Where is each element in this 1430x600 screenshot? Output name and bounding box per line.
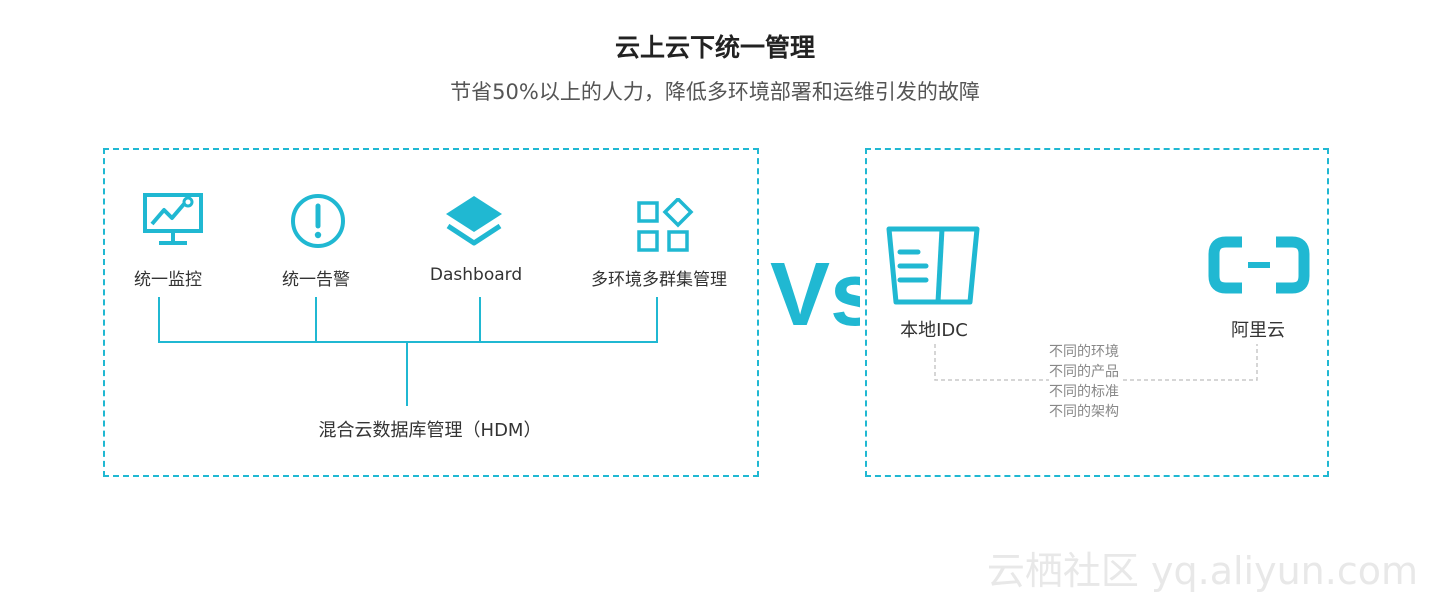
difference-item: 不同的环境 (1049, 342, 1123, 362)
connector-vertical-3 (479, 297, 481, 343)
local-idc-label: 本地IDC (900, 320, 968, 341)
hdm-root-label: 混合云数据库管理（HDM） (318, 420, 542, 441)
difference-list: 不同的环境 不同的产品 不同的标准 不同的架构 (1049, 342, 1123, 422)
hdm-panel (103, 148, 759, 477)
monitor-chart-icon (143, 193, 203, 245)
server-rack-icon (886, 226, 980, 305)
feature-label-monitor: 统一监控 (134, 270, 202, 290)
connector-root (406, 341, 408, 406)
layers-icon (446, 196, 502, 246)
alert-circle-icon (291, 194, 345, 248)
page-title: 云上云下统一管理 (614, 33, 815, 62)
vs-mark: Vs (770, 250, 860, 345)
difference-item: 不同的产品 (1049, 362, 1123, 382)
feature-label-multi-env: 多环境多群集管理 (591, 270, 727, 290)
difference-item: 不同的架构 (1049, 402, 1123, 422)
connector-vertical-1 (158, 297, 160, 343)
apps-grid-icon (637, 198, 694, 252)
comparison-panel (865, 148, 1329, 477)
feature-label-dashboard: Dashboard (429, 265, 523, 285)
vs-text: Vs (770, 250, 860, 345)
feature-label-alert: 统一告警 (282, 270, 350, 290)
page-subtitle: 节省50%以上的人力，降低多环境部署和运维引发的故障 (450, 80, 980, 104)
difference-item: 不同的标准 (1049, 382, 1123, 402)
aliyun-label: 阿里云 (1231, 320, 1285, 341)
connector-horizontal (158, 341, 658, 343)
connector-vertical-2 (315, 297, 317, 343)
connector-vertical-4 (656, 297, 658, 343)
watermark: 云栖社区 yq.aliyun.com (986, 549, 1418, 593)
aliyun-logo-icon (1208, 236, 1310, 294)
